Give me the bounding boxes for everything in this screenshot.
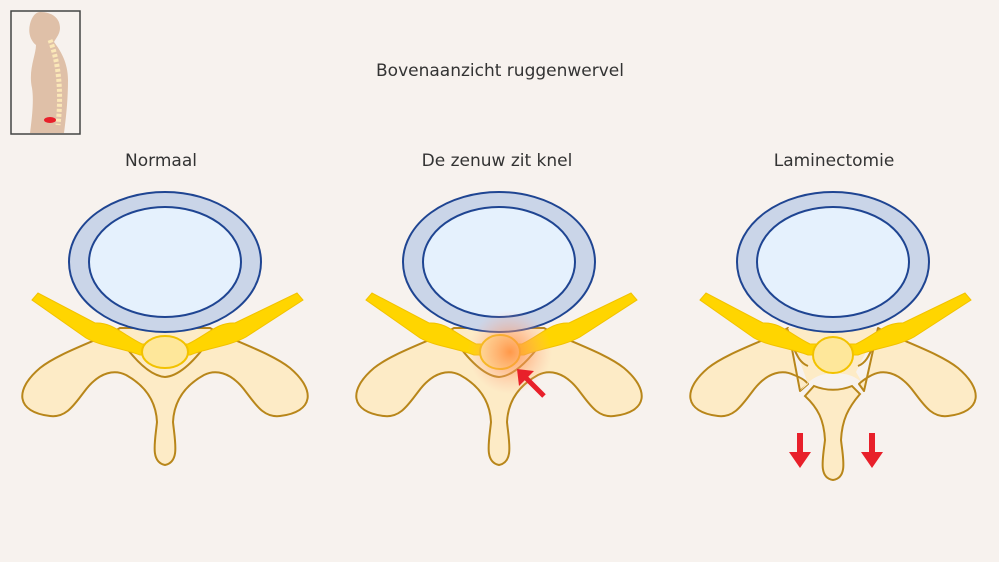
pain-spot-icon bbox=[44, 117, 56, 123]
removed-lamina bbox=[803, 384, 862, 482]
panel-pinched-nerve bbox=[355, 191, 643, 467]
panel-label-laminectomy: Laminectomie bbox=[773, 151, 895, 171]
panel-normal bbox=[21, 191, 309, 467]
arrow-down-left-icon bbox=[789, 433, 811, 468]
panel-label-pinched: De zenuw zit knel bbox=[421, 151, 573, 171]
inflammation-glow bbox=[468, 310, 552, 394]
arrow-down-right-icon bbox=[861, 433, 883, 468]
body-thumbnail bbox=[10, 10, 81, 135]
panel-laminectomy bbox=[689, 191, 977, 482]
arrow-up-left-icon bbox=[517, 369, 546, 398]
page-title: Bovenaanzicht ruggenwervel bbox=[376, 61, 624, 81]
panel-label-normal: Normaal bbox=[125, 151, 197, 171]
